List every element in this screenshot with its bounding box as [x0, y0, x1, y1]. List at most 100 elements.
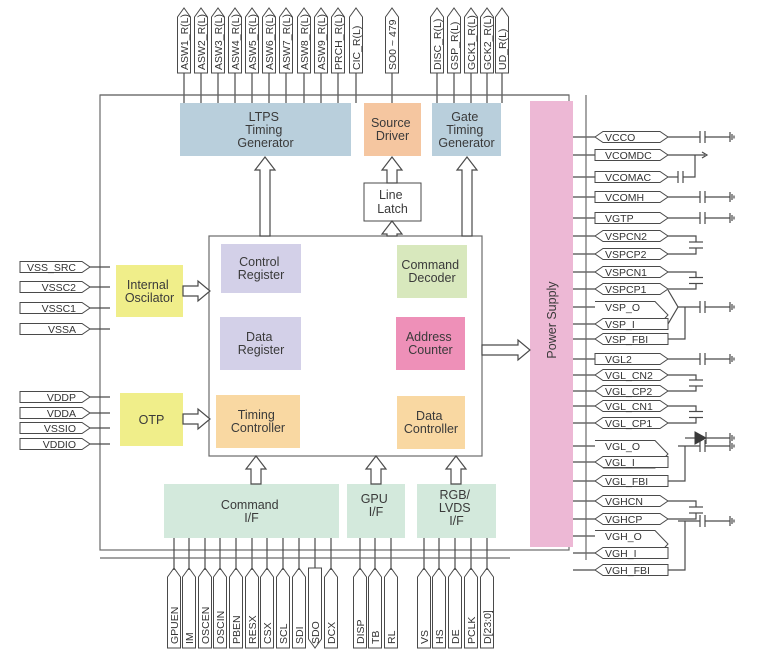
capacitor-icon	[699, 212, 706, 224]
pin-prch-r-l-: PRCH_R(L)	[331, 7, 345, 103]
pin-so0-479: SO0 ~ 479	[385, 7, 399, 103]
pin-vcomac: VCOMAC	[573, 171, 669, 184]
pin-outline	[594, 456, 669, 468]
pin-label: VGHCP	[605, 514, 642, 526]
pin-outline	[594, 171, 669, 183]
pin-outline	[368, 567, 382, 649]
pin-vgl-i: VGL_I	[573, 456, 669, 469]
pin-label: ASW9_R(L)	[316, 14, 328, 70]
pin-outline	[19, 391, 91, 403]
pin-label: ASW4_R(L)	[230, 14, 242, 70]
pin-gpuen: GPUEN	[167, 538, 181, 649]
pin-im: IM	[182, 538, 196, 649]
arrow-core-to-gate	[455, 156, 479, 237]
bus-arrows	[182, 156, 531, 485]
pin-gck2-r-l-: GCK2_R(L)	[480, 7, 494, 103]
pin-vssa: VSSA	[19, 323, 110, 336]
ground-icon	[729, 433, 735, 443]
pin-label: VGH_O	[605, 531, 642, 543]
pin-outline	[464, 7, 478, 74]
data-register-label: Data Register	[238, 330, 285, 357]
pin-label: DE	[450, 629, 462, 644]
power-supply-block: Power Supply	[530, 101, 573, 547]
command-decoder-block: Command Decoder	[397, 245, 467, 298]
pin-vghcn: VGHCN	[573, 495, 669, 508]
pin-label: VCCO	[605, 132, 635, 144]
pin-outline	[292, 567, 306, 649]
pin-outline	[297, 7, 311, 74]
arrow-latch-to-source	[380, 156, 404, 184]
pin-vgl-fbi: VGL_FBI	[573, 475, 669, 488]
pin-vgl-cn1: VGL_CN1	[573, 400, 669, 413]
address-counter-block: Address Counter	[396, 317, 465, 370]
rgb-lvds-if-block: RGB/ LVDS I/F	[417, 484, 496, 538]
line-latch-label: Line Latch	[377, 188, 408, 216]
pin-label: VCOMH	[605, 192, 644, 204]
pin-vspcp1: VSPCP1	[573, 283, 669, 296]
pin-asw2-r-l-: ASW2_R(L)	[194, 7, 208, 103]
capacitor-icon	[699, 191, 706, 203]
pin-label: VSPCN2	[605, 231, 647, 243]
pin-label: ASW5_R(L)	[247, 14, 259, 70]
pin-vssio: VSSIO	[19, 422, 110, 435]
pin-label: VSPCN1	[605, 267, 647, 279]
ground-icon	[729, 132, 735, 142]
pin-outline	[594, 547, 669, 559]
pin-gck1-r-l-: GCK1_R(L)	[464, 7, 478, 103]
capacitor-icon	[677, 171, 684, 183]
pin-label: VSP_I	[605, 319, 635, 331]
pin-outline	[19, 281, 91, 293]
pin-vddp: VDDP	[19, 391, 110, 404]
pin-outline	[177, 7, 191, 74]
pin-label: VSP_FBI	[605, 334, 648, 346]
pin-label: VGH_FBI	[605, 565, 650, 577]
wire	[668, 271, 697, 278]
pin-label: VCOMAC	[605, 172, 652, 184]
pin-label: VGH_I	[605, 548, 637, 560]
pin-outline	[262, 7, 276, 74]
pin-label: SCL	[278, 623, 290, 644]
pin-outline	[417, 567, 431, 649]
pin-gsp-r-l-: GSP_R(L)	[447, 7, 461, 103]
pin-label: VSSC1	[42, 303, 77, 315]
pin-outline	[279, 7, 293, 74]
pin-asw5-r-l-: ASW5_R(L)	[245, 7, 259, 103]
pin-vss-src: VSS_SRC	[19, 261, 110, 274]
pin-label: TB	[370, 631, 382, 644]
power-supply-label: Power Supply	[545, 281, 559, 359]
pin-outline	[198, 567, 212, 649]
timing-controller-block: Timing Controller	[216, 395, 300, 448]
pin-vs: VS	[417, 538, 431, 649]
wire	[668, 500, 697, 507]
pin-vcomdc: VCOMDC	[573, 149, 669, 162]
pin-asw3-r-l-: ASW3_R(L)	[211, 7, 225, 103]
pin-label: CSX	[262, 622, 274, 644]
pin-outline	[182, 567, 196, 649]
pin-resx: RESX	[245, 538, 259, 649]
pin-label: VS	[419, 630, 431, 644]
timing-controller-label: Timing Controller	[231, 408, 285, 435]
source-driver-block: Source Driver	[364, 103, 421, 156]
pin-outline	[19, 261, 91, 273]
pin-csx: CSX	[260, 538, 274, 649]
wire	[668, 235, 697, 242]
arrow-rgb-if-to-core	[444, 455, 468, 485]
pin-outline	[594, 149, 669, 161]
pin-vgtp: VGTP	[573, 212, 669, 225]
pin-outline	[19, 302, 91, 314]
pin-outline	[594, 191, 669, 203]
pin-label: RL	[386, 630, 398, 644]
pin-asw6-r-l-: ASW6_R(L)	[262, 7, 276, 103]
pin-label: VSSA	[48, 324, 76, 336]
pin-vspcn2: VSPCN2	[573, 230, 669, 243]
wire	[668, 521, 686, 571]
pin-vssc1: VSSC1	[19, 302, 110, 315]
pin-outline	[324, 567, 338, 649]
capacitor-icon	[689, 410, 703, 419]
pin-label: ASW2_R(L)	[196, 14, 208, 70]
pin-vsp-i: VSP_I	[573, 318, 669, 331]
top-pins: ASW1_R(L)ASW2_R(L)ASW3_R(L)ASW4_R(L)ASW5…	[100, 7, 569, 103]
pin-vgh-fbi: VGH_FBI	[573, 564, 669, 577]
